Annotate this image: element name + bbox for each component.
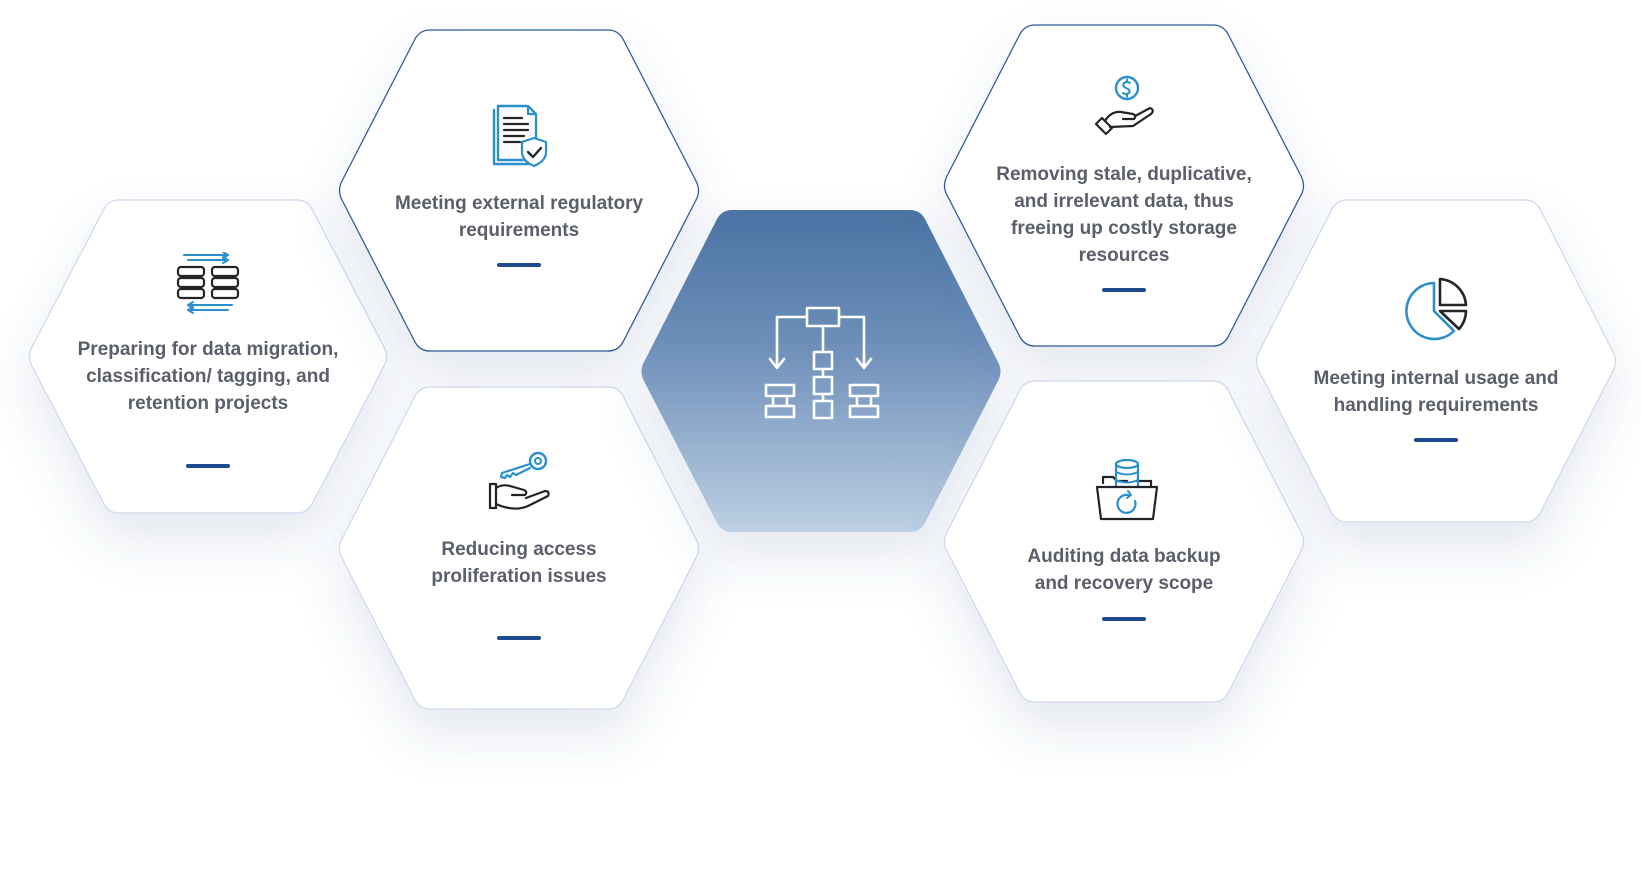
migration-accent-bar: [186, 464, 230, 468]
backup-label: Auditing data backup and recovery scope: [1027, 546, 1221, 594]
backup-accent-bar: [1102, 617, 1146, 621]
hex-center: [641, 210, 1001, 532]
hierarchy-flowchart-icon: [764, 306, 880, 420]
hex-backup: [943, 380, 1305, 703]
hex-stale: [943, 24, 1305, 347]
hand-key-icon: [488, 451, 550, 510]
pie-chart-icon: [1405, 277, 1468, 341]
stale-accent-bar: [1102, 288, 1146, 292]
migration-label: Preparing for data migration, classifica…: [77, 339, 339, 414]
hex-migration: [28, 199, 388, 514]
internal-label: Meeting internal usage and handling requ…: [1313, 368, 1559, 416]
document-shield-icon: [492, 104, 548, 168]
hex-regulatory: [338, 29, 700, 352]
hex-access: [338, 386, 700, 710]
internal-accent-bar: [1414, 438, 1458, 442]
access-accent-bar: [497, 636, 541, 640]
hand-dollar-icon: [1094, 75, 1154, 136]
regulatory-label: Meeting external regulatory requirements: [394, 193, 644, 241]
database-transfer-icon: [176, 252, 240, 314]
hex-internal: [1255, 199, 1617, 523]
stale-label: Removing stale, duplicative, and irrelev…: [996, 164, 1252, 266]
database-folder-icon: [1095, 458, 1159, 521]
regulatory-accent-bar: [497, 263, 541, 267]
access-label: Reducing access proliferation issues: [431, 539, 607, 587]
